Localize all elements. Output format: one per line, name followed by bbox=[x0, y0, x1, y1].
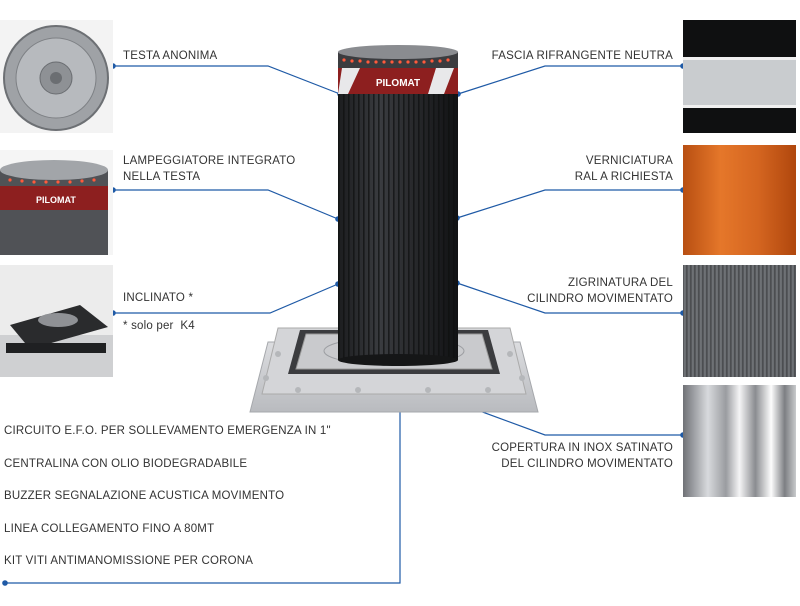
brand-band-text: PILOMAT bbox=[376, 78, 420, 89]
thumb-inclinato bbox=[0, 265, 113, 377]
thumb-brand-text: PILOMAT bbox=[36, 195, 76, 205]
note-inclinato: * solo per K4 bbox=[123, 320, 195, 332]
line-features bbox=[5, 393, 401, 584]
label-zigrinatura: ZIGRINATURA DEL CILINDRO MOVIMENTATO bbox=[527, 277, 673, 305]
feature-buzzer: BUZZER SEGNALAZIONE ACUSTICA MOVIMENTO bbox=[4, 490, 285, 502]
bollard-image: PILOMAT bbox=[249, 45, 539, 413]
thumb-lampeggiatore: PILOMAT bbox=[0, 150, 113, 255]
thumb-fascia bbox=[683, 20, 796, 133]
thumb-testa-anonima bbox=[0, 20, 113, 133]
line-inclinato bbox=[113, 283, 339, 314]
line-testa bbox=[113, 65, 341, 95]
line-copertura bbox=[457, 402, 683, 436]
thumb-verniciatura bbox=[683, 145, 796, 255]
label-verniciatura: VERNICIATURA RAL A RICHIESTA bbox=[574, 155, 673, 183]
label-inclinato: INCLINATO * bbox=[123, 292, 194, 304]
thumb-zigrinatura bbox=[683, 265, 796, 377]
line-zigrinatura bbox=[456, 282, 683, 314]
feature-kit-viti: KIT VITI ANTIMANOMISSIONE PER CORONA bbox=[4, 555, 254, 567]
label-lampeggiatore: LAMPEGGIATORE INTEGRATO NELLA TESTA bbox=[123, 155, 296, 183]
label-fascia: FASCIA RIFRANGENTE NEUTRA bbox=[491, 50, 673, 62]
feature-linea: LINEA COLLEGAMENTO FINO A 80MT bbox=[4, 523, 215, 535]
feature-efo: CIRCUITO E.F.O. PER SOLLEVAMENTO EMERGEN… bbox=[4, 425, 331, 437]
feature-centralina: CENTRALINA CON OLIO BIODEGRADABILE bbox=[4, 458, 248, 470]
line-lampeggiatore bbox=[113, 189, 339, 220]
line-verniciatura bbox=[456, 189, 683, 219]
thumb-copertura bbox=[683, 385, 796, 497]
label-testa: TESTA ANONIMA bbox=[123, 50, 218, 62]
line-fascia bbox=[457, 65, 683, 95]
label-copertura: COPERTURA IN INOX SATINATO DEL CILINDRO … bbox=[491, 442, 673, 470]
